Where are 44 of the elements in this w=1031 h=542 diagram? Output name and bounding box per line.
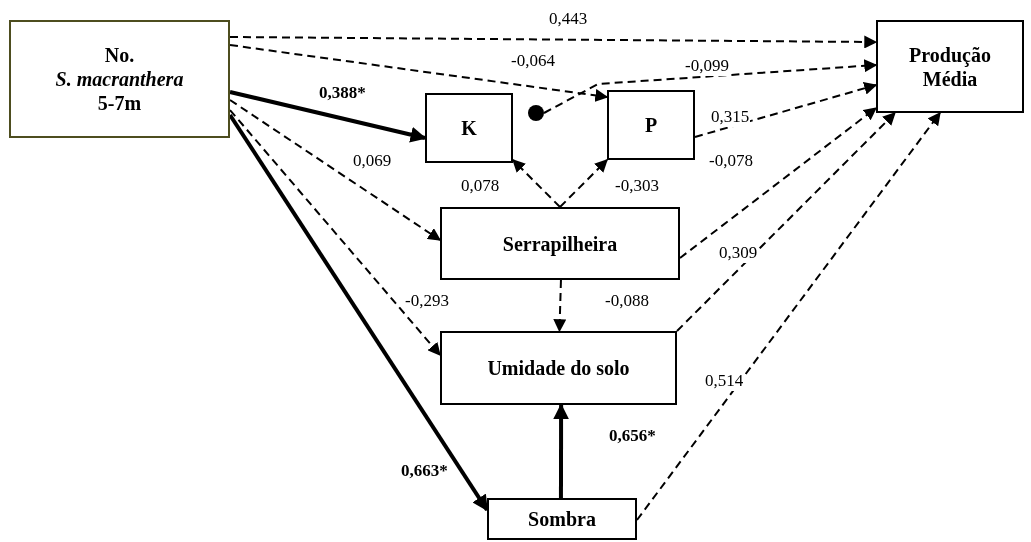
path-coefficient: 0,309	[718, 244, 759, 263]
path-coefficient: -0,078	[708, 152, 754, 171]
variable-box	[440, 207, 680, 280]
path-coefficient: -0,064	[510, 52, 556, 71]
variable-box	[9, 20, 230, 138]
path-coefficient: 0,069	[352, 152, 393, 171]
variable-name: Sombra	[528, 507, 596, 531]
dashed-arrow	[229, 99, 442, 241]
path-coefficient: -0,303	[614, 177, 660, 196]
path-coefficient: -0,099	[684, 57, 730, 76]
dashed-arrow	[559, 159, 608, 208]
variable-name: Serrapilheira	[502, 231, 618, 256]
variable-box	[425, 93, 513, 163]
dashed-arrow	[229, 35, 878, 49]
dashed-arrow	[229, 109, 441, 356]
dashed-arrow	[679, 107, 878, 260]
dashed-arrow	[543, 59, 878, 114]
path-coefficient: -0,088	[604, 292, 650, 311]
path-coefficient: 0,443	[548, 10, 589, 29]
path-coefficient: 0,315	[710, 108, 751, 127]
path-coefficient: 0,656*	[608, 427, 657, 446]
variable-box	[440, 331, 677, 405]
variable-name: Produção Média	[908, 42, 992, 91]
path-coefficient: 0,388*	[318, 84, 367, 103]
path-coefficient: 0,663*	[400, 462, 449, 481]
path-coefficient: -0,293	[404, 292, 450, 311]
variable-box	[487, 498, 637, 540]
variable-name: No. S. macranthera 5-7m	[54, 43, 185, 115]
dashed-arrow	[229, 44, 609, 102]
dashed-arrow	[636, 111, 941, 521]
path-coefficient: 0,514	[704, 372, 745, 391]
dot-marker	[528, 105, 544, 121]
dashed-arrow	[694, 82, 878, 138]
path-coefficient: 0,078	[460, 177, 501, 196]
dashed-arrow	[553, 279, 567, 333]
variable-name: K	[461, 116, 477, 140]
variable-box	[607, 90, 695, 160]
dashed-arrow	[512, 159, 561, 208]
variable-name: P	[644, 113, 658, 137]
variable-name: Umidade do solo	[487, 356, 630, 380]
variable-box	[876, 20, 1024, 113]
dashed-arrow	[676, 112, 896, 332]
thick-arrow	[229, 90, 427, 143]
thick-arrow	[553, 403, 570, 498]
